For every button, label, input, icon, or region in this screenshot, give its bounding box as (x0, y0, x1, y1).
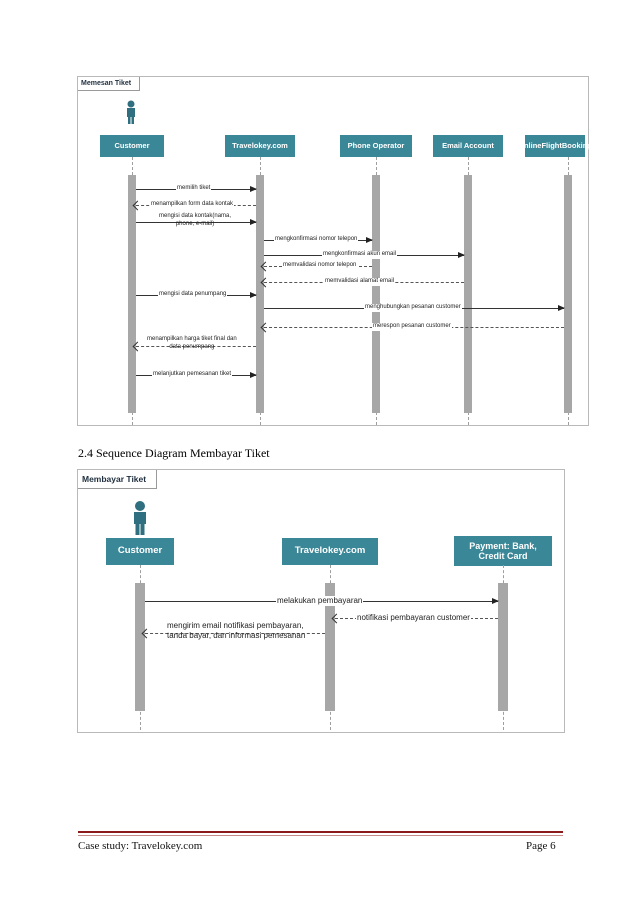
actor-icon (127, 100, 135, 124)
message-label: mengkonfirmasi akun email (322, 251, 398, 259)
message-label: mengirim email notifikasi pembayaran, ta… (167, 621, 306, 640)
activation-bar (564, 175, 572, 413)
footer-rule (78, 835, 563, 836)
participant-travelokey: Travelokey.com (225, 135, 295, 157)
footer-page-number: Page 6 (526, 840, 556, 852)
message-arrow (136, 346, 256, 347)
footer-rule (78, 831, 563, 833)
activation-bar (372, 175, 380, 413)
message-label: menghubungkan pesanan customer (364, 304, 462, 312)
message-label: melakukan pembayaran (276, 596, 364, 606)
message-label: mengisi data penumpang (158, 291, 228, 299)
participant-customer: Customer (100, 135, 164, 157)
participant-payment: Payment: Bank, Credit Card (454, 536, 552, 566)
message-label: notifikasi pembayaran customer (356, 613, 471, 623)
participant-onlineflightbooking: OnlineFlightBooking (518, 135, 592, 157)
actor-icon (134, 501, 146, 535)
message-label: memilih tiket (176, 185, 212, 193)
frame-title: Memesan Tiket (78, 77, 141, 91)
message-label: menampilkan harga tiket final dan data p… (147, 336, 237, 350)
message-arrow (145, 633, 325, 634)
message-label: menampilkan form data kontak (150, 201, 235, 209)
message-label: merespon pesanan customer (372, 323, 452, 331)
footer-left: Case study: Travelokey.com (78, 840, 203, 852)
sequence-diagram-memesan-tiket: Memesan Tiket Customer Travelokey.com Ph… (77, 76, 592, 426)
sequence-diagram-membayar-tiket: Membayar Tiket Customer Travelokey.com P… (77, 469, 565, 733)
message-label: melanjutkan pemesanan tiket (152, 371, 233, 379)
message-label: mengkonfirmasi nomor telepon (274, 236, 359, 244)
message-label: memvalidasi nomor telepon (282, 262, 358, 270)
message-label: memvalidasi alamat email (324, 278, 396, 286)
participant-phone-operator: Phone Operator (340, 135, 412, 157)
activation-bar (498, 583, 508, 711)
activation-bar (325, 583, 335, 711)
activation-bar (256, 175, 264, 413)
activation-bar (135, 583, 145, 711)
activation-bar (464, 175, 472, 413)
activation-bar (128, 175, 136, 413)
frame-title: Membayar Tiket (78, 470, 158, 489)
figure-caption: 2.4 Sequence Diagram Membayar Tiket (78, 446, 270, 460)
message-arrow (136, 219, 257, 225)
participant-customer: Customer (106, 538, 174, 565)
participant-travelokey: Travelokey.com (282, 538, 378, 565)
participant-email-account: Email Account (433, 135, 503, 157)
message-label: mengisi data kontak(nama, phone, e-mail) (159, 213, 232, 227)
